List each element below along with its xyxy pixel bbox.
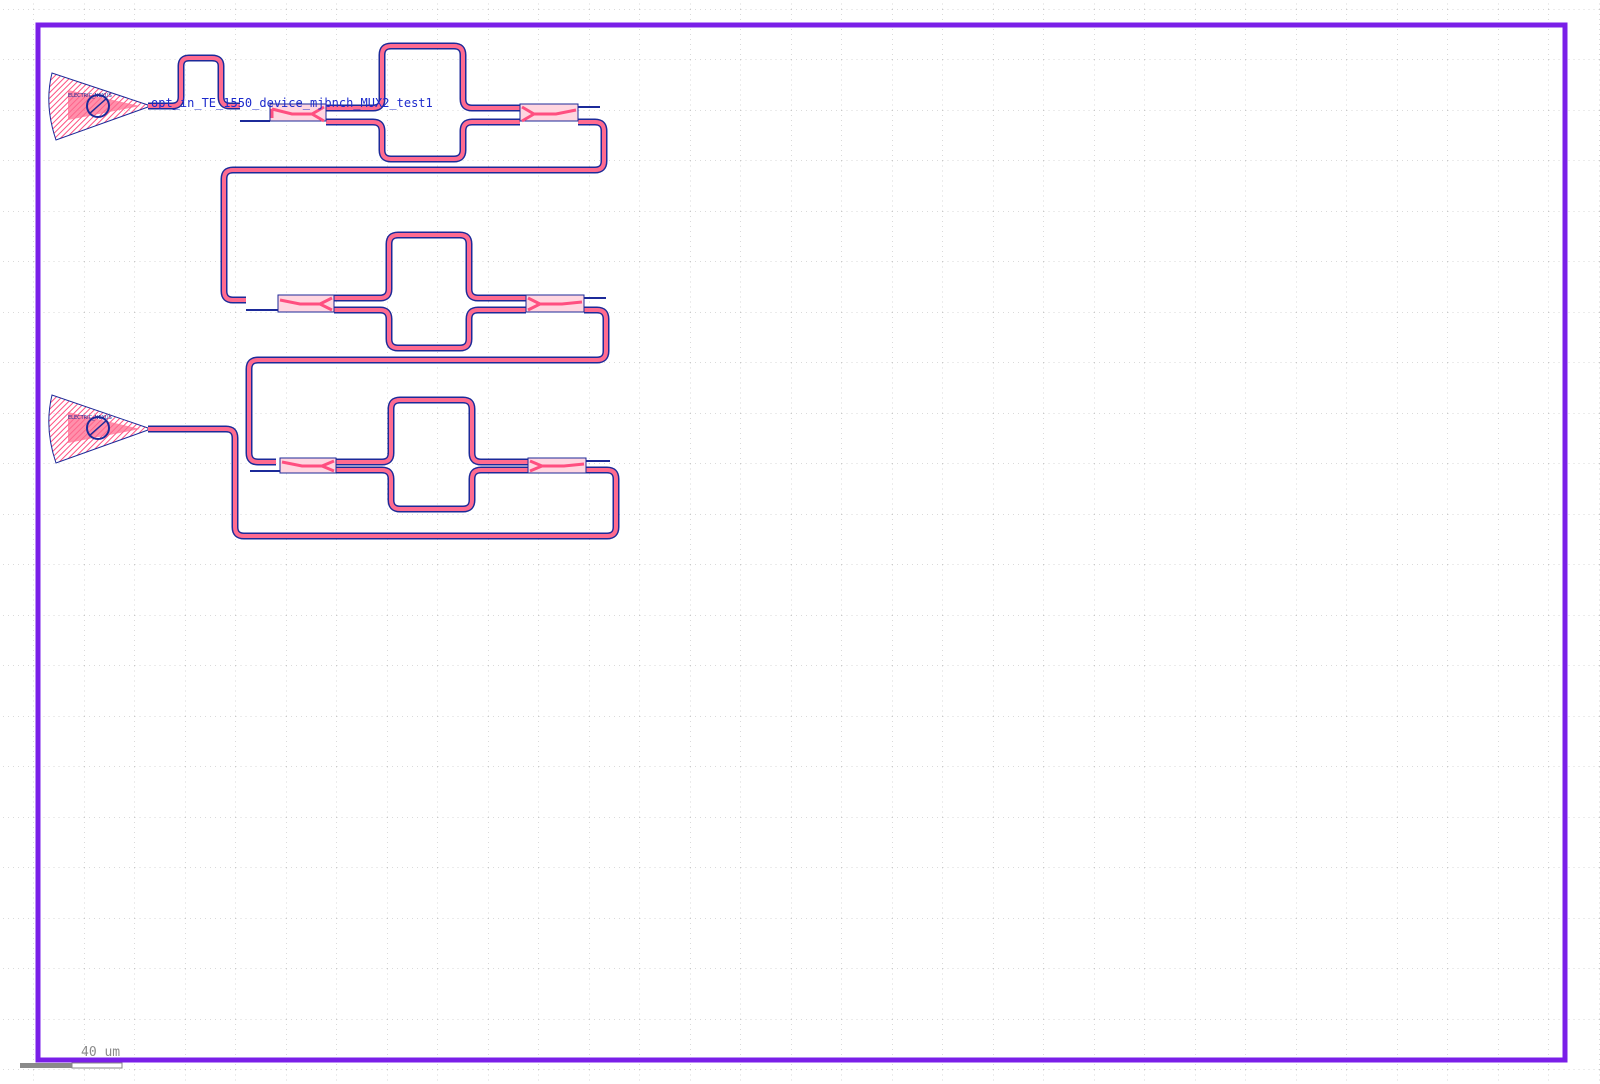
gc-bottom-tiny-label: ELECTRIC_NEXUS [68,415,112,421]
y-branch-combiner[interactable] [519,103,600,123]
grating-coupler-top[interactable]: ELECTRIC_NEXUS [48,72,149,141]
scale-bar-label: 40 um [81,1045,120,1060]
gc-alignment-circle [86,416,110,440]
stage-2-splitters[interactable] [246,294,606,313]
floorplan-boundary[interactable] [35,22,1568,1063]
y-branch-splitter[interactable] [250,457,337,474]
device-label[interactable]: opt_in_TE_1550_device_mjbnch_MUX2_test1 [151,96,433,110]
stage-3-splitters[interactable] [250,457,610,474]
y-branch-splitter[interactable] [240,103,327,123]
grating-coupler-bottom[interactable]: ELECTRIC_NEXUS [48,394,149,464]
gc-alignment-circle [86,94,110,118]
y-branch-splitter[interactable] [246,294,335,313]
y-branch-combiner[interactable] [525,294,606,313]
y-branch-combiner[interactable] [527,457,610,474]
stage-1-splitters[interactable] [240,103,600,123]
waveguide-network[interactable] [148,42,620,540]
gc-top-tiny-label: ELECTRIC_NEXUS [68,93,112,99]
scale-bar: 40 um [20,1045,123,1069]
